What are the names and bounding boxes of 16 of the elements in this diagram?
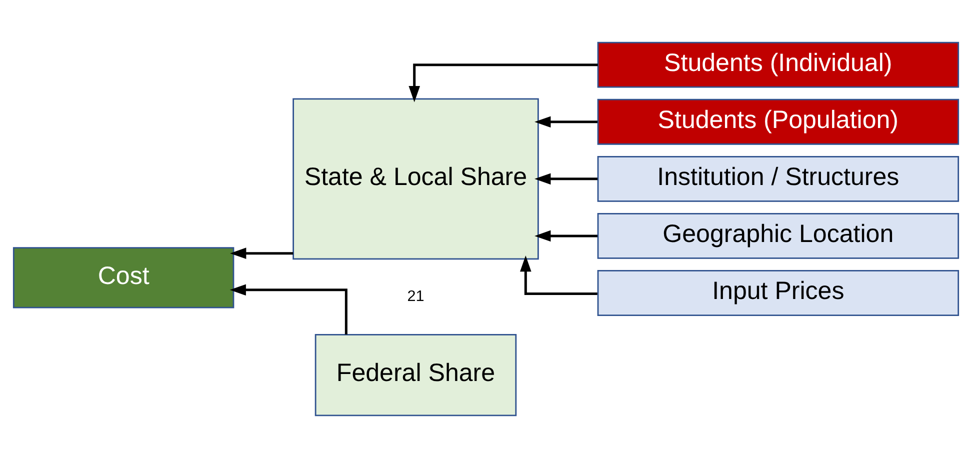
arrow bbox=[230, 284, 348, 334]
node-box: Cost bbox=[12, 247, 234, 308]
node-box: Geographic Location bbox=[597, 213, 960, 259]
node-box: Students (Population) bbox=[597, 98, 960, 145]
arrow bbox=[408, 64, 598, 102]
node-box: Students (Individual) bbox=[597, 42, 960, 88]
arrow bbox=[534, 173, 598, 185]
node-box: Institution / Structures bbox=[597, 156, 960, 202]
label: 21 bbox=[407, 288, 424, 306]
node-box: Federal Share bbox=[314, 334, 517, 416]
node-box: Input Prices bbox=[597, 270, 960, 316]
arrow bbox=[230, 248, 294, 260]
arrow bbox=[520, 255, 598, 295]
arrow bbox=[534, 116, 598, 128]
arrow bbox=[534, 230, 598, 242]
node-box: State & Local Share bbox=[292, 98, 539, 260]
